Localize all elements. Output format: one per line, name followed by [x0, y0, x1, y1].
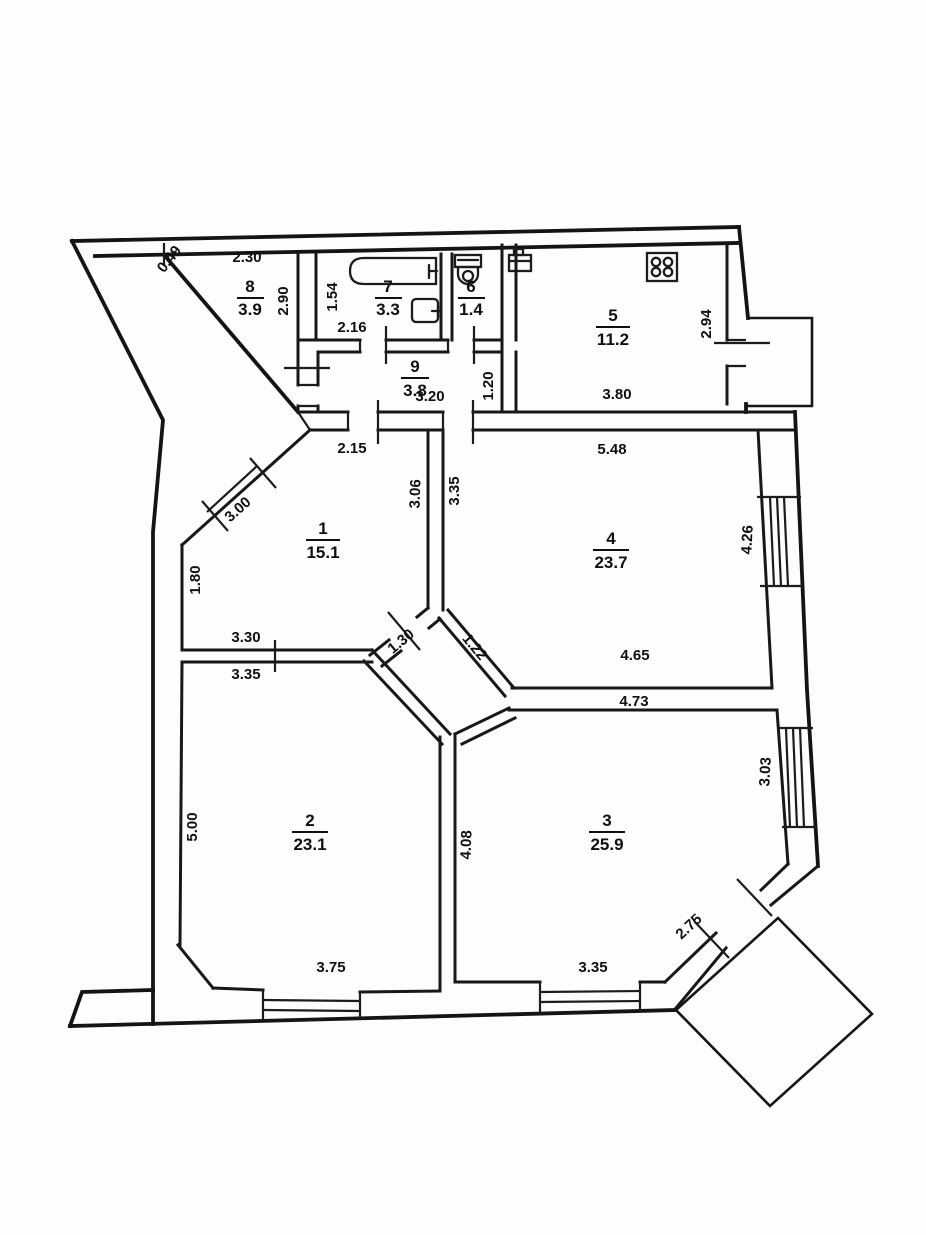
dim-hall-right: 1.20 — [480, 371, 497, 400]
interior-walls-main — [175, 427, 821, 1011]
dim-room4-bottom: 4.65 — [620, 647, 649, 664]
window-room3-right — [779, 726, 816, 829]
dim-room8-corner: 0.49 — [154, 242, 185, 275]
room-7-number: 7 — [383, 277, 392, 296]
dim-hall-bottom: 3.20 — [415, 388, 444, 405]
dim-room2-left: 5.00 — [184, 812, 201, 841]
room-5-number: 5 — [608, 306, 617, 325]
room-label-2: 2 23.1 — [292, 811, 328, 854]
dim-kitchen-right: 2.94 — [698, 309, 715, 339]
room-label-3: 3 25.9 — [589, 811, 625, 854]
room-label-8: 8 3.9 — [237, 277, 264, 319]
room-4-number: 4 — [606, 529, 616, 548]
room-label-6: 6 1.4 — [458, 277, 485, 319]
room-1-number: 1 — [318, 519, 327, 538]
dim-room1-diagonal: 3.00 — [221, 494, 254, 526]
interior-walls-hall — [296, 383, 797, 432]
balconies — [674, 316, 874, 1108]
dim-room3-right: 3.03 — [756, 757, 775, 787]
room-3-number: 3 — [602, 811, 611, 830]
dimension-ticks — [162, 243, 770, 672]
dim-room8-right: 2.90 — [275, 286, 292, 315]
room-8-number: 8 — [245, 277, 254, 296]
dim-room1-right: 3.06 — [406, 479, 424, 509]
room-8-area: 3.9 — [238, 300, 262, 319]
room-label-7: 7 3.3 — [375, 277, 402, 319]
dim-room1-left: 1.80 — [187, 565, 204, 594]
windows — [201, 457, 816, 1020]
window-room2 — [261, 990, 362, 1020]
room-9-number: 9 — [410, 357, 419, 376]
bath-sink-icon — [410, 297, 441, 324]
dim-room1-bottom: 3.30 — [231, 629, 260, 646]
room-9-area: 3.8 — [403, 381, 427, 400]
dim-room4-right: 4.26 — [738, 525, 757, 555]
room-5-area: 11.2 — [597, 330, 629, 349]
window-room4 — [757, 495, 803, 588]
room-4-area: 23.7 — [594, 553, 627, 572]
dim-room3-balcony: 2.75 — [672, 911, 705, 943]
toilet-icon — [453, 253, 483, 286]
window-room3-bottom — [538, 982, 642, 1012]
dim-room8-top: 2.30 — [232, 249, 261, 266]
dim-room2-bottom: 3.75 — [316, 959, 345, 976]
dim-room4-left: 3.35 — [446, 476, 463, 505]
dim-room3-top: 4.73 — [619, 693, 648, 710]
room-label-5: 5 11.2 — [596, 306, 630, 349]
room-label-4: 4 23.7 — [593, 529, 629, 572]
room-7-area: 3.3 — [376, 300, 400, 319]
room-1-area: 15.1 — [306, 543, 339, 562]
room-label-9: 9 3.8 — [401, 357, 429, 400]
dim-room7-left: 1.54 — [324, 282, 341, 312]
room-2-number: 2 — [305, 811, 314, 830]
room-6-number: 6 — [466, 277, 475, 296]
dim-room1-top: 2.15 — [337, 440, 366, 457]
room-label-1: 1 15.1 — [306, 519, 340, 562]
dim-room2-top: 3.35 — [231, 666, 260, 683]
fixtures — [348, 247, 679, 324]
corner-balcony — [674, 916, 874, 1108]
dim-room2-right: 4.08 — [457, 830, 475, 860]
dim-kitchen-bottom: 3.80 — [602, 386, 631, 403]
outer-walls — [67, 224, 821, 1029]
stove-icon — [645, 251, 679, 283]
room-labels: 8 3.9 7 3.3 6 1.4 5 11.2 9 3.8 1 15.1 — [237, 277, 630, 854]
room-3-area: 25.9 — [590, 835, 623, 854]
dim-room7-bottom: 2.16 — [337, 319, 366, 336]
bathtub-icon — [348, 256, 439, 286]
room-2-area: 23.1 — [293, 835, 326, 854]
dim-room4-top: 5.48 — [597, 441, 626, 458]
kitchen-balcony — [746, 316, 814, 408]
kitchen-sink-icon — [507, 247, 533, 273]
dim-room3-bottom: 3.35 — [578, 959, 607, 976]
window-room1 — [206, 465, 258, 513]
room-6-area: 1.4 — [459, 300, 483, 319]
